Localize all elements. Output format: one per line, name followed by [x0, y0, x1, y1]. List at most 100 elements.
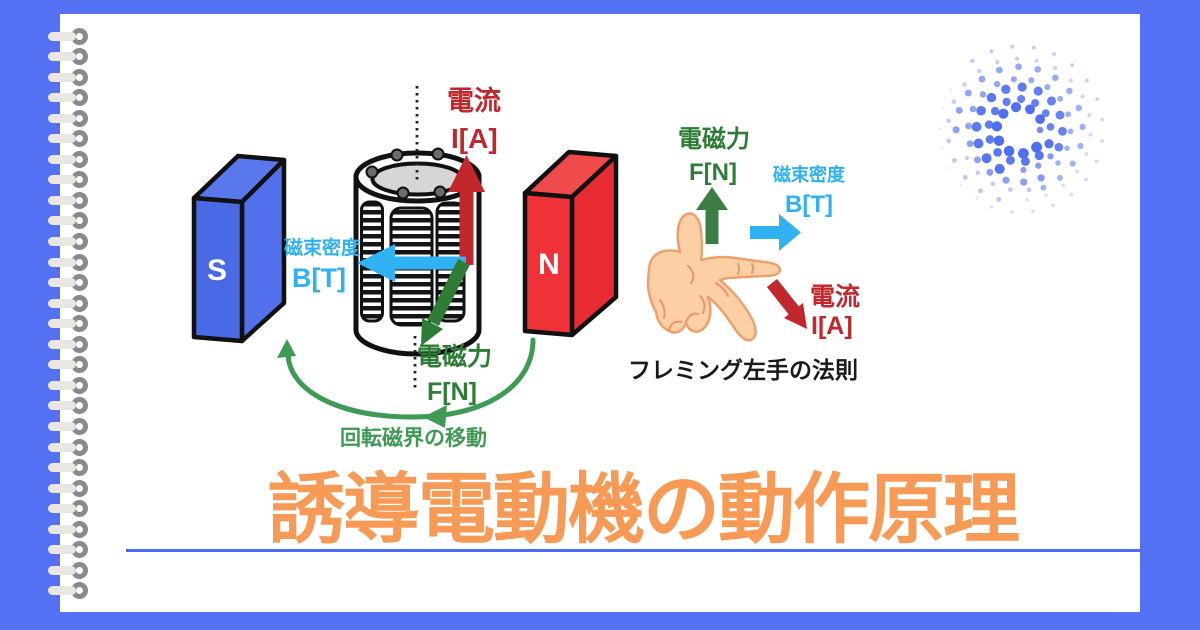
halftone-dot — [993, 135, 1005, 146]
halftone-dot — [955, 106, 963, 114]
spiral-bar — [48, 154, 76, 164]
halftone-dot — [1084, 152, 1089, 156]
spiral-bar — [48, 463, 76, 473]
halftone-dot — [1053, 66, 1058, 71]
halftone-dot — [1052, 51, 1056, 56]
halftone-dot — [1010, 44, 1015, 49]
halftone-dot — [985, 135, 995, 144]
fleming-current-symbol: I[A] — [811, 312, 853, 340]
halftone-dot — [981, 153, 992, 164]
spiral-bar — [48, 380, 76, 390]
hand-creases — [659, 263, 754, 331]
fleming-force-label: 電磁力 — [678, 125, 750, 153]
spiral-bar — [48, 545, 76, 555]
halftone-dot — [1035, 114, 1046, 125]
halftone-dot — [962, 82, 967, 87]
halftone-dot — [1031, 99, 1040, 107]
spiral-bar — [48, 483, 76, 493]
spiral-bar — [48, 216, 76, 226]
halftone-dot — [1031, 209, 1035, 213]
spiral-bar — [48, 298, 76, 308]
halftone-dot — [1058, 126, 1067, 136]
halftone-dot — [1010, 76, 1018, 83]
halftone-dot-circle-icon — [938, 44, 1105, 214]
halftone-dot — [1044, 84, 1051, 91]
rotation-arc-arrowhead-mid — [423, 405, 447, 428]
spiral-bar — [48, 52, 76, 62]
halftone-dot — [1028, 77, 1035, 84]
halftone-dot — [1084, 177, 1088, 182]
spiral-bar — [48, 586, 76, 596]
fleming-flux-symbol: B[T] — [785, 191, 833, 218]
halftone-dot — [1055, 160, 1061, 166]
spiral-bar — [48, 113, 76, 123]
fleming-force-arrow-shaft — [705, 207, 719, 244]
current-arrow-head — [448, 155, 485, 192]
halftone-dot — [974, 156, 981, 164]
halftone-dot — [1066, 87, 1073, 95]
halftone-dot — [1020, 166, 1027, 173]
halftone-dot — [1010, 102, 1022, 113]
halftone-dot — [1025, 104, 1035, 115]
halftone-dot — [962, 175, 968, 180]
halftone-dot — [952, 158, 957, 163]
spiral-bar — [48, 72, 76, 82]
title-underline — [126, 549, 1140, 552]
halftone-dot — [986, 92, 997, 103]
halftone-dot — [1035, 162, 1042, 169]
rotation-arc — [285, 337, 536, 420]
halftone-dot — [1084, 78, 1089, 83]
magnet-south: S — [191, 153, 287, 344]
halftone-dot — [959, 183, 963, 187]
spiral-bar — [48, 31, 76, 41]
halftone-dot — [1044, 139, 1054, 149]
halftone-dot — [978, 75, 986, 83]
spiral-bar — [48, 195, 76, 205]
magnet-south-front-face — [191, 195, 245, 344]
halftone-dot — [995, 66, 1003, 74]
halftone-dot — [978, 188, 983, 194]
flux-arrow-shaft — [394, 256, 466, 270]
left-hand-illustration — [646, 212, 782, 342]
spiral-bar — [48, 401, 76, 411]
force-label: 電磁力 — [417, 342, 492, 371]
halftone-dot — [947, 166, 951, 170]
halftone-dot — [1080, 94, 1085, 99]
halftone-dot — [941, 107, 945, 110]
fleming-caption: フレミング左手の法則 — [628, 357, 858, 383]
halftone-dot — [977, 68, 982, 74]
magnet-north-front-face — [522, 190, 575, 338]
halftone-dot — [940, 147, 944, 151]
halftone-dot — [975, 196, 979, 200]
halftone-dot — [970, 58, 975, 64]
halftone-dot — [986, 168, 994, 176]
halftone-dot — [1094, 159, 1099, 164]
halftone-dot — [1015, 63, 1022, 71]
halftone-dot — [990, 181, 996, 187]
halftone-dot — [1069, 160, 1076, 167]
halftone-dot — [1075, 169, 1079, 174]
halftone-dot — [1001, 84, 1011, 94]
halftone-dot — [1034, 58, 1039, 63]
halftone-dot — [1020, 178, 1028, 186]
halftone-dot — [1036, 126, 1044, 134]
halftone-dot — [1065, 111, 1072, 118]
spiral-bar — [48, 278, 76, 288]
halftone-dot — [964, 89, 972, 97]
halftone-dot — [1055, 110, 1065, 120]
halftone-dot — [1017, 82, 1027, 92]
spiral-bar — [48, 257, 76, 267]
halftone-dot — [1069, 192, 1073, 197]
halftone-dot — [1010, 209, 1014, 214]
fleming-current-label: 電流 — [810, 283, 860, 311]
current-label: 電流 — [447, 86, 501, 116]
page-title: 誘導電動機の動作原理 — [268, 467, 1019, 553]
halftone-dot — [965, 122, 972, 130]
spiral-bar — [48, 339, 76, 349]
spiral-bar — [48, 93, 76, 103]
current-symbol: I[A] — [451, 123, 498, 154]
halftone-dot — [1046, 96, 1057, 106]
halftone-dot — [1025, 197, 1029, 202]
halftone-dot — [1077, 142, 1084, 150]
fleming-current-arrow-shaft — [766, 278, 801, 317]
